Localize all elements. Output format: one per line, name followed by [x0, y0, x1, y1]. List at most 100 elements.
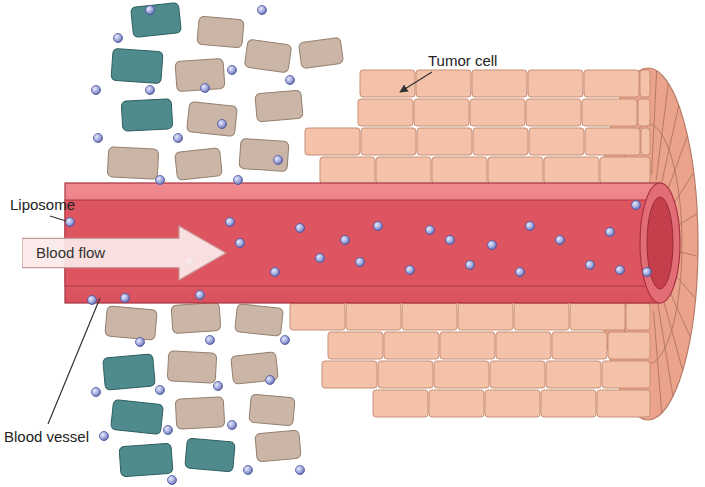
liposome [406, 266, 415, 275]
liposome-dot [146, 6, 155, 15]
vessel-opening-inner [647, 197, 673, 289]
liposome-dot [286, 76, 295, 85]
liposome [92, 388, 101, 397]
tumor-cell [376, 157, 431, 184]
liposome [174, 134, 183, 143]
tumor-cell [600, 157, 650, 184]
liposome-dot [516, 268, 525, 277]
liposome [606, 228, 615, 237]
liposome [156, 176, 165, 185]
liposome-dot [586, 261, 595, 270]
tumor-cell [473, 128, 528, 155]
tumor-cell [528, 70, 583, 97]
tumor-cell [582, 99, 637, 126]
tumor-cell [638, 99, 650, 126]
tumor-cell [417, 128, 472, 155]
tumor-cell [541, 390, 596, 417]
liposome-dot [94, 134, 103, 143]
liposome [196, 291, 205, 300]
tumor-cell [584, 70, 639, 97]
tumor-cell [290, 303, 345, 330]
part-label: Tumor cell [428, 52, 497, 69]
liposome [146, 6, 155, 15]
liposome-dot [488, 241, 497, 250]
leader-line [400, 72, 432, 92]
tumor-cell [458, 303, 513, 330]
liposome [516, 268, 525, 277]
liposome [426, 226, 435, 235]
liposome-dot [226, 218, 235, 227]
liposome-dot [228, 421, 237, 430]
tumor-cell [626, 303, 650, 330]
tumor-cell [358, 99, 413, 126]
loose-cell [107, 147, 159, 180]
tumor-cell [429, 390, 484, 417]
liposome [244, 466, 253, 475]
liposome [228, 421, 237, 430]
liposome-dot [616, 266, 625, 275]
liposome [218, 120, 227, 129]
liposome-dot [168, 476, 177, 485]
liposome-dot [236, 239, 245, 248]
cell-border [656, 83, 668, 180]
liposome [146, 86, 155, 95]
tumor-cell [485, 390, 540, 417]
liposome-dot [632, 201, 641, 210]
cell-border [660, 105, 678, 189]
loose-cell [239, 138, 289, 171]
loose-cell [231, 352, 279, 385]
liposome [271, 268, 280, 277]
liposome [616, 266, 625, 275]
tumor-cell [346, 303, 401, 330]
tumor-cell [432, 157, 487, 184]
tumor-cell [320, 157, 375, 184]
liposome-dot [526, 222, 535, 231]
liposome [296, 466, 305, 475]
tumor-cell [640, 70, 650, 97]
liposome-dot [156, 176, 165, 185]
loose-cell [244, 39, 291, 73]
tumor-cell [496, 332, 551, 359]
liposome [88, 296, 97, 305]
liposome [341, 236, 350, 245]
liposome [228, 66, 237, 75]
tumor-cell [544, 157, 599, 184]
liposome-dot [281, 336, 290, 345]
tumor-cell [552, 332, 607, 359]
loose-cell [105, 306, 157, 340]
liposome-dot [156, 386, 165, 395]
liposome [286, 76, 295, 85]
liposome-dot [214, 382, 223, 391]
tumor-cell [585, 128, 640, 155]
liposome-dot [88, 296, 97, 305]
tumor-cell [322, 361, 377, 388]
liposome [236, 239, 245, 248]
liposome-dot [406, 266, 415, 275]
tumor-cell [526, 99, 581, 126]
liposome-dot [244, 466, 253, 475]
loose-cell [175, 397, 225, 429]
cell-border [651, 71, 656, 175]
liposome [100, 432, 109, 441]
liposome-dot [643, 268, 652, 277]
liposome [281, 336, 290, 345]
loose-cell [119, 443, 173, 477]
cell-border [662, 294, 683, 370]
tumor-cell [360, 70, 415, 97]
loose-cell [255, 90, 303, 122]
tumor-cell [514, 303, 569, 330]
tumor-cell [488, 157, 543, 184]
liposome-dot [201, 84, 210, 93]
liposome-dot [206, 336, 215, 345]
liposome [201, 84, 210, 93]
tumor-cell [470, 99, 525, 126]
liposome [586, 261, 595, 270]
liposome [121, 294, 130, 303]
liposome-dot [316, 254, 325, 263]
loose-cell [249, 394, 295, 426]
tumor-cell [384, 332, 439, 359]
liposome-dot [218, 120, 227, 129]
part-label: Blood vessel [4, 428, 89, 445]
liposome-dot [258, 6, 267, 15]
